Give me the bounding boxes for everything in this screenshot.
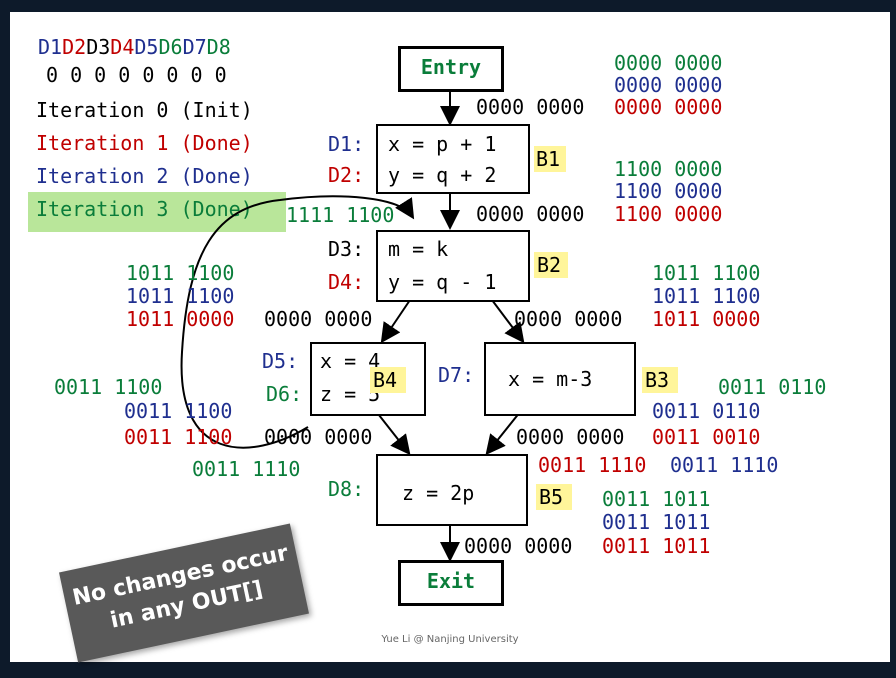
b1-out-iter3: 1100 0000 xyxy=(614,157,723,181)
edge-b2-b4 xyxy=(380,299,411,344)
b4-back-edge-value: 0011 1110 xyxy=(192,457,301,481)
entry-out-iter1: 0000 0000 xyxy=(614,95,723,119)
iteration-3-highlight xyxy=(28,192,286,232)
b1-stmt-2: y = q + 2 xyxy=(388,163,497,187)
b1-out-iter2: 1100 0000 xyxy=(614,179,723,203)
b3-label: B3 xyxy=(645,368,670,392)
edge-b4-back-b2 xyxy=(180,195,415,449)
def-d8: D8 xyxy=(206,35,231,59)
b3-label-highlight xyxy=(642,367,678,393)
def-labels: D1D2D3D4D5D6D7D8 xyxy=(38,36,231,58)
b2-stmt-2: y = q - 1 xyxy=(388,270,497,294)
iteration-1: Iteration 1 (Done) xyxy=(36,131,253,155)
b2-out-left-iter1: 1011 0000 xyxy=(126,307,235,331)
b2-in-merged: 1111 1100 xyxy=(286,203,395,227)
b3-out-iter1: 0011 0010 xyxy=(652,425,761,449)
block-b3 xyxy=(484,342,636,416)
block-b4 xyxy=(310,342,426,416)
iteration-2: Iteration 2 (Done) xyxy=(36,164,253,188)
edge-b2-b3 xyxy=(491,299,525,344)
b4-out-iter1: 0011 1100 xyxy=(124,425,233,449)
iteration-0: Iteration 0 (Init) xyxy=(36,98,253,122)
b3-out-iter0: 0000 0000 xyxy=(516,425,625,449)
def-d6: D6 xyxy=(158,35,183,59)
b4-out-iter3: 0011 1100 xyxy=(54,375,163,399)
b4-label: B4 xyxy=(373,368,398,392)
b5-label-highlight xyxy=(536,484,572,510)
entry-label: Entry xyxy=(420,55,482,79)
b1-label-highlight xyxy=(534,146,566,172)
b2-out-right-iter1: 1011 0000 xyxy=(652,307,761,331)
b5-out-iter0: 0000 0000 xyxy=(464,534,573,558)
b5-in-iter1: 0011 1110 xyxy=(538,453,647,477)
b5-stmt-1: z = 2p xyxy=(402,481,475,505)
exit-label: Exit xyxy=(426,569,476,593)
b2-out-left-iter0: 0000 0000 xyxy=(264,307,373,331)
b5-label: B5 xyxy=(539,485,564,509)
d1-label: D1: xyxy=(328,132,365,156)
d3-label: D3: xyxy=(328,237,365,261)
def-d2: D2 xyxy=(62,35,87,59)
b2-label-highlight xyxy=(534,252,568,278)
d2-label: D2: xyxy=(328,163,365,187)
b2-out-right-iter2: 1011 1100 xyxy=(652,284,761,308)
slide: D1D2D3D4D5D6D7D8 0 0 0 0 0 0 0 0 Iterati… xyxy=(10,12,890,663)
b5-out-iter2: 0011 1011 xyxy=(602,510,711,534)
b1-label: B1 xyxy=(536,147,561,171)
b2-label: B2 xyxy=(537,253,562,277)
b4-stmt-1: x = 4 xyxy=(320,349,381,373)
init-bits: 0 0 0 0 0 0 0 0 xyxy=(46,63,227,87)
block-b2 xyxy=(376,230,530,302)
b5-out-iter3: 0011 1011 xyxy=(602,487,711,511)
b4-out-iter2: 0011 1100 xyxy=(124,399,233,423)
def-d4: D4 xyxy=(110,35,135,59)
b4-label-highlight xyxy=(370,367,406,393)
b1-out-iter0: 0000 0000 xyxy=(476,202,585,226)
b3-out-iter2: 0011 0110 xyxy=(652,399,761,423)
block-b1 xyxy=(376,124,530,194)
edge-b4-b5 xyxy=(374,409,411,456)
def-d5: D5 xyxy=(134,35,159,59)
entry-out-iter2: 0000 0000 xyxy=(614,73,723,97)
exit-node xyxy=(398,560,504,606)
entry-out-iter3: 0000 0000 xyxy=(614,51,723,75)
b2-out-right-iter3: 1011 1100 xyxy=(652,261,761,285)
cfg-edges xyxy=(180,90,525,562)
d8-label: D8: xyxy=(328,477,365,501)
b2-stmt-1: m = k xyxy=(388,237,449,261)
d5-label: D5: xyxy=(262,349,299,373)
d6-label: D6: xyxy=(266,382,303,406)
block-b5 xyxy=(376,454,528,526)
def-d3: D3 xyxy=(86,35,111,59)
d7-label: D7: xyxy=(438,363,475,387)
b3-stmt-1: x = m-3 xyxy=(508,367,593,391)
edge-b3-b5 xyxy=(485,411,521,456)
b1-out-iter1: 1100 0000 xyxy=(614,202,723,226)
entry-out-iter0: 0000 0000 xyxy=(476,95,585,119)
b2-out-left-iter3: 1011 1100 xyxy=(126,261,235,285)
def-d1: D1 xyxy=(38,35,63,59)
b3-out-iter3: 0011 0110 xyxy=(718,375,827,399)
b2-out-left-iter2: 1011 1100 xyxy=(126,284,235,308)
entry-node xyxy=(398,46,504,92)
b4-out-iter0: 0000 0000 xyxy=(264,425,373,449)
b5-out-iter1: 0011 1011 xyxy=(602,534,711,558)
b2-out-right-iter0: 0000 0000 xyxy=(514,307,623,331)
b1-stmt-1: x = p + 1 xyxy=(388,132,497,156)
def-d7: D7 xyxy=(182,35,207,59)
b5-in-iter2: 0011 1110 xyxy=(670,453,779,477)
d4-label: D4: xyxy=(328,270,365,294)
slide-footer: Yue Li @ Nanjing University xyxy=(381,634,519,645)
